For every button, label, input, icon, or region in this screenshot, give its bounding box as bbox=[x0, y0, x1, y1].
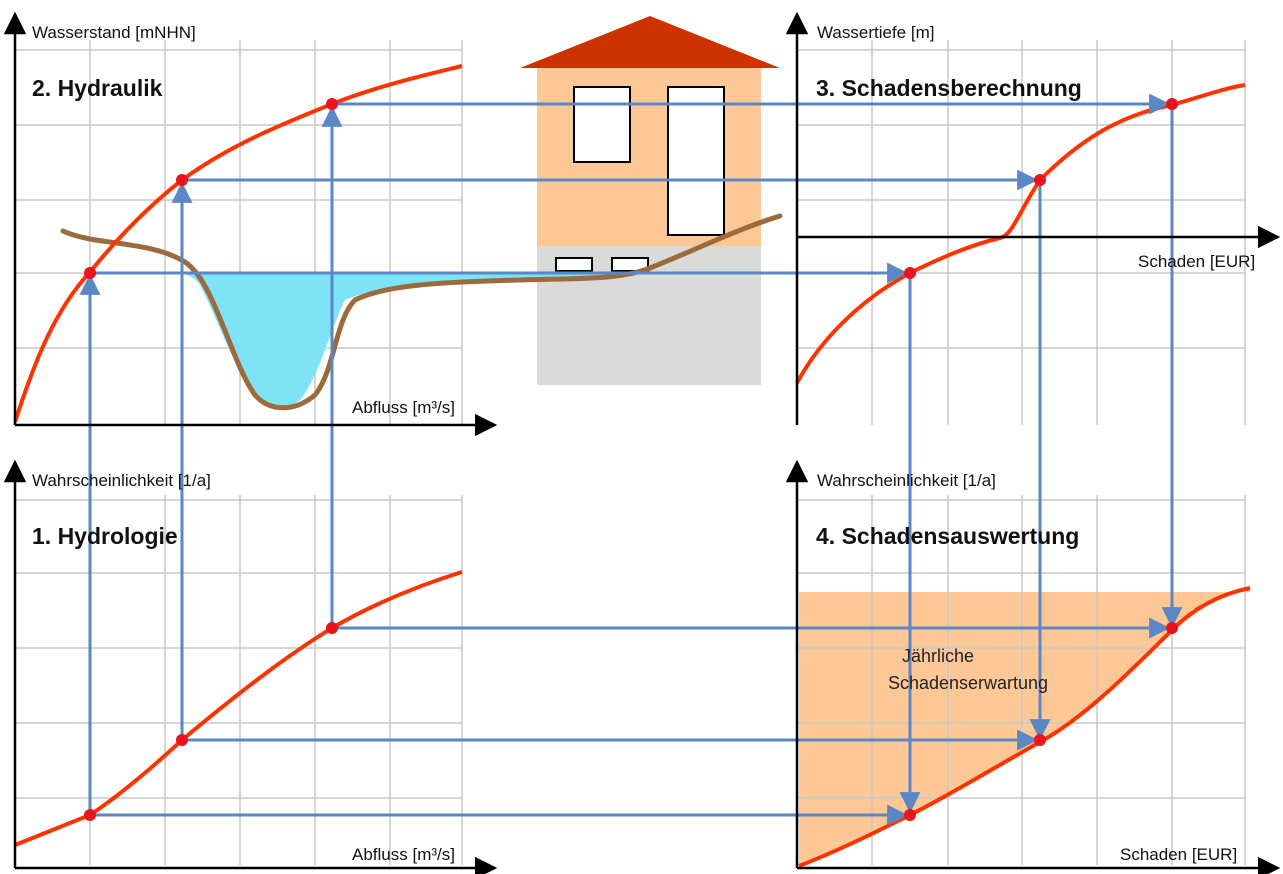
point-hydraulik-1 bbox=[84, 267, 96, 279]
point-schadensberechnung-1 bbox=[904, 267, 916, 279]
point-schadensberechnung-2 bbox=[1034, 174, 1046, 186]
grid-schadensberechnung bbox=[797, 40, 1246, 425]
x-axis-label-schadensauswertung: Schaden [EUR] bbox=[1120, 845, 1237, 864]
y-axis-label-schadensauswertung: Wahrscheinlichkeit [1/a] bbox=[817, 471, 996, 490]
y-axis-label-schadensberechnung: Wassertiefe [m] bbox=[817, 23, 934, 42]
basement-window-left bbox=[555, 257, 593, 272]
connector-arrows bbox=[79, 93, 1183, 826]
point-hydrologie-1 bbox=[84, 809, 96, 821]
house-window-left bbox=[573, 86, 631, 163]
panel-title-schadensberechnung: 3. Schadensberechnung bbox=[816, 75, 1082, 101]
house-icon bbox=[520, 16, 780, 385]
y-axis-label-hydrologie: Wahrscheinlichkeit [1/a] bbox=[32, 471, 211, 490]
grid-schadensauswertung bbox=[797, 495, 1246, 865]
grid-hydrologie bbox=[15, 495, 463, 865]
x-axis-label-hydrologie: Abfluss [m³/s] bbox=[352, 845, 455, 864]
point-hydraulik-3 bbox=[326, 98, 338, 110]
basement-window-right bbox=[611, 257, 649, 272]
grid-hydraulik bbox=[15, 40, 463, 425]
curve-points bbox=[84, 98, 1178, 821]
area-label-line2: Schadenserwartung bbox=[888, 673, 1048, 693]
curve-schadensberechnung bbox=[795, 83, 1246, 384]
y-axis-label-hydraulik: Wasserstand [mNHN] bbox=[32, 23, 196, 42]
point-hydraulik-2 bbox=[176, 174, 188, 186]
point-hydrologie-3 bbox=[326, 622, 338, 634]
panel-title-hydrologie: 1. Hydrologie bbox=[32, 523, 178, 549]
x-axis-label-hydraulik: Abfluss [m³/s] bbox=[352, 398, 455, 417]
expected-damage-area bbox=[799, 588, 1250, 866]
point-schadensauswertung-1 bbox=[904, 809, 916, 821]
point-hydrologie-2 bbox=[176, 734, 188, 746]
area-label-line1: Jährliche bbox=[902, 646, 974, 666]
house-roof bbox=[520, 16, 780, 68]
terrain-profile-icon bbox=[60, 213, 783, 411]
x-axis-label-schadensberechnung: Schaden [EUR] bbox=[1138, 252, 1255, 271]
point-schadensauswertung-3 bbox=[1166, 622, 1178, 634]
curve-hydrologie bbox=[14, 570, 463, 847]
axes bbox=[3, 11, 1281, 874]
point-schadensauswertung-2 bbox=[1034, 734, 1046, 746]
panel-title-schadensauswertung: 4. Schadensauswertung bbox=[816, 523, 1079, 549]
house-wall bbox=[537, 68, 761, 246]
panel-title-hydraulik: 2. Hydraulik bbox=[32, 75, 163, 101]
house-window-right bbox=[667, 86, 725, 236]
water-body-icon bbox=[180, 273, 640, 408]
point-schadensberechnung-3 bbox=[1166, 98, 1178, 110]
